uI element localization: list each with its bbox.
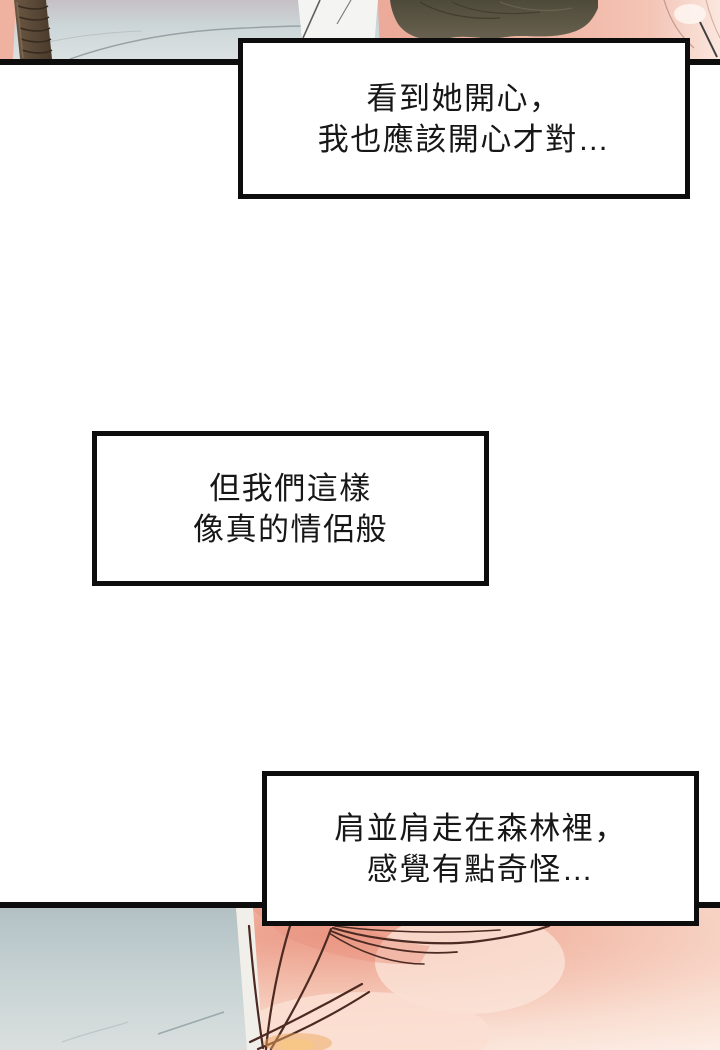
speech-bubble-3: 肩並肩走在森林裡， 感覺有點奇怪… bbox=[262, 771, 699, 926]
speech-text-line: 看到她開心， bbox=[366, 80, 562, 116]
speech-text-line: 肩並肩走在森林裡， bbox=[334, 810, 627, 846]
speech-text-line: 感覺有點奇怪… bbox=[366, 851, 595, 887]
speech-bubble-2: 但我們這樣 像真的情侶般 bbox=[92, 431, 489, 586]
speech-text-line: 像真的情侶般 bbox=[193, 511, 388, 547]
speech-text-line: 但我們這樣 bbox=[209, 470, 372, 506]
speech-text-line: 我也應該開心才對… bbox=[317, 121, 611, 157]
speech-bubble-1: 看到她開心， 我也應該開心才對… bbox=[238, 38, 690, 199]
